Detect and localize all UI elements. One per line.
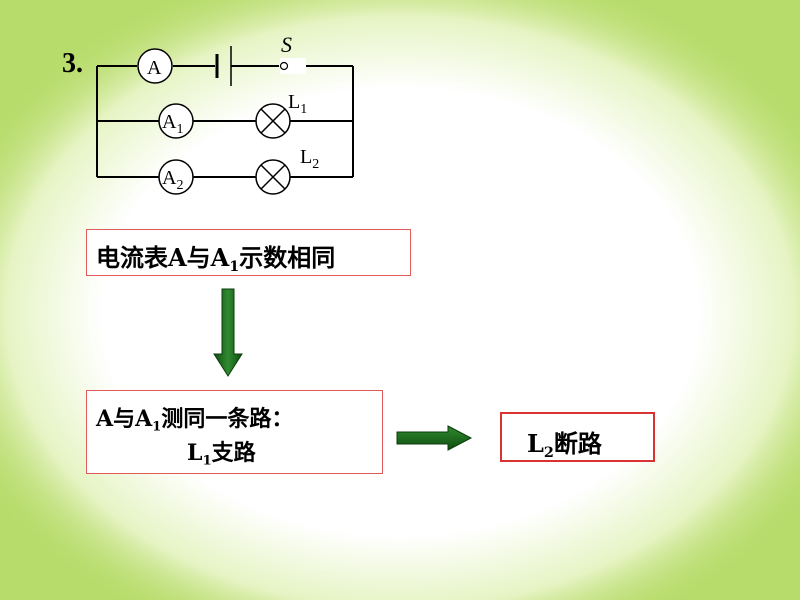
lamp-l2-letter: L	[300, 146, 312, 168]
observation-text-b: 示数相同	[239, 243, 336, 272]
switch-label: S	[281, 32, 292, 57]
lamp-l2-sub: 2	[312, 157, 319, 172]
conclusion-text-sub: 2	[543, 444, 554, 462]
battery-symbol	[215, 46, 232, 86]
reasoning-line2-b: 支路	[211, 440, 256, 466]
lamp-l2	[255, 159, 291, 195]
ammeter-a: A	[137, 48, 173, 84]
conclusion-box: L2断路	[500, 412, 655, 462]
reasoning-line1-sub: 1	[152, 419, 162, 435]
ammeter-a2-sub: 2	[176, 178, 183, 193]
svg-text:L2: L2	[300, 146, 319, 172]
ammeter-a1: A1	[158, 103, 194, 139]
ammeter-a1-letter: A	[162, 111, 177, 133]
observation-box: 电流表A与A1示数相同	[86, 229, 411, 276]
switch-symbol	[279, 58, 306, 74]
reasoning-line2-sub: 1	[202, 453, 212, 469]
question-number: 3.	[62, 48, 83, 79]
observation-text-sub: 1	[229, 258, 240, 276]
ammeter-a-label: A	[147, 57, 162, 79]
ammeter-a2-letter: A	[162, 167, 177, 189]
reasoning-box: A与A1测同一条路： L1支路	[86, 390, 383, 474]
svg-text:A2: A2	[162, 167, 183, 193]
conclusion-text-a: L	[527, 429, 544, 458]
reasoning-line1-a: A与A	[96, 406, 153, 432]
svg-text:A1: A1	[162, 111, 183, 137]
lamp-l1	[255, 103, 291, 139]
conclusion-text-b: 断路	[553, 429, 602, 458]
svg-text:L1: L1	[288, 91, 307, 117]
lamp-l1-letter: L	[288, 91, 300, 113]
reasoning-line2-a: L	[187, 440, 203, 466]
ammeter-a2: A2	[158, 159, 194, 195]
ammeter-a1-sub: 1	[176, 122, 183, 137]
reasoning-line1-b: 测同一条路：	[161, 406, 294, 432]
observation-text-a: 电流表A与A	[96, 243, 230, 272]
lamp-l1-sub: 1	[300, 102, 307, 117]
